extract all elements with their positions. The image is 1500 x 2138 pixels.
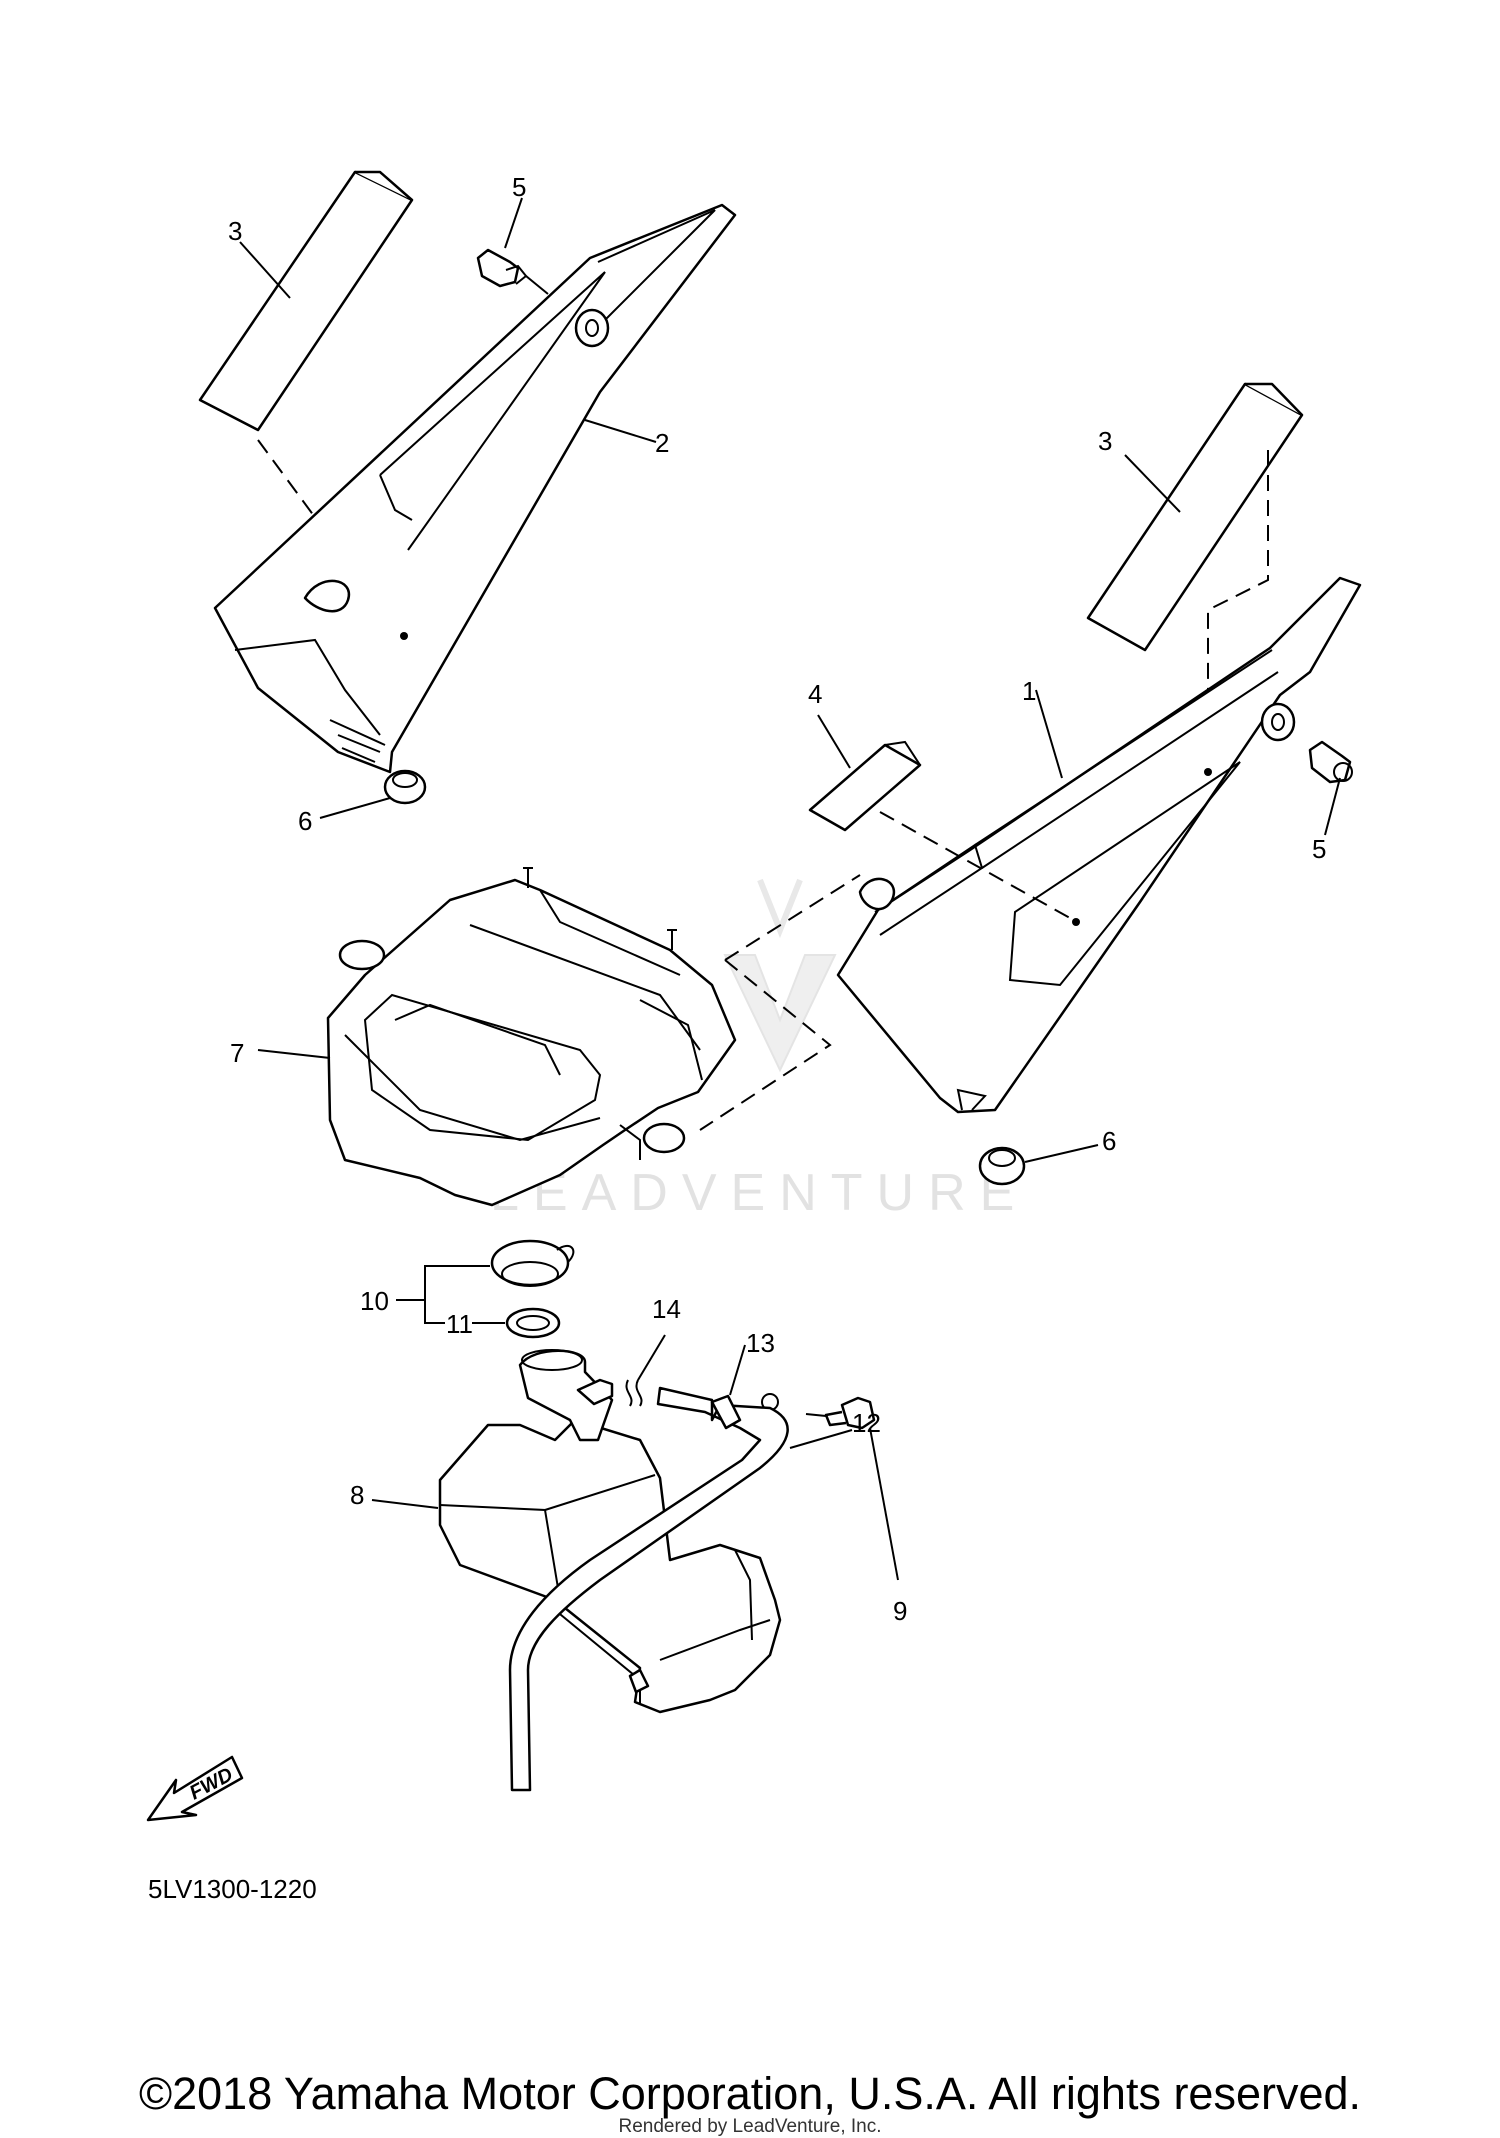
part-6-grommet-left [383, 769, 427, 805]
diagram-code: 5LV1300-1220 [148, 1874, 317, 1904]
part-5-screw-upper [476, 248, 549, 295]
callout-5: 5 [1312, 834, 1326, 864]
callout-9: 9 [893, 1596, 907, 1626]
part-14-clip [625, 1379, 643, 1407]
callout-3: 3 [1098, 426, 1112, 456]
callout-1: 1 [1022, 676, 1036, 706]
callout-labels: 3 5 2 3 4 1 5 6 6 7 10 11 14 13 12 8 9 [228, 172, 1326, 1626]
callout-12: 12 [852, 1408, 881, 1438]
callout-5: 5 [512, 172, 526, 202]
watermark-text: LEADVENTURE [490, 1164, 1028, 1222]
leader-lines [239, 197, 1341, 1581]
copyright-notice: ©2018 Yamaha Motor Corporation, U.S.A. A… [138, 2068, 1362, 2119]
callout-13: 13 [746, 1328, 775, 1358]
callout-3: 3 [228, 216, 242, 246]
part-12-hose [508, 1386, 789, 1792]
part-11-gasket [505, 1307, 561, 1339]
guide-line [257, 439, 399, 631]
callout-8: 8 [350, 1480, 364, 1510]
guide-line [879, 811, 1071, 919]
callout-10: 10 [360, 1286, 389, 1316]
fwd-arrow-icon: FWD [146, 1755, 244, 1822]
callout-6: 6 [298, 806, 312, 836]
callout-7: 7 [230, 1038, 244, 1068]
callout-4: 4 [808, 679, 822, 709]
part-3-right-damper [1086, 382, 1304, 652]
callout-2: 2 [655, 428, 669, 458]
callout-6: 6 [1102, 1126, 1116, 1156]
callout-14: 14 [652, 1294, 681, 1324]
part-2-left-side-cover [213, 203, 737, 774]
part-5-screw-right [1308, 740, 1353, 784]
rendered-by-notice: Rendered by LeadVenture, Inc. [618, 2116, 882, 2137]
part-10-cap [490, 1239, 575, 1287]
guide-line [699, 874, 861, 1131]
part-6-grommet-right [978, 1146, 1026, 1186]
part-9-bolt [805, 1396, 876, 1430]
part-1-right-side-cover [836, 576, 1362, 1114]
watermark: LEADVENTURE [490, 878, 1028, 1222]
part-13-clamp [710, 1394, 742, 1430]
part-4-pad [808, 740, 922, 832]
part-3-left-damper [198, 170, 414, 432]
part-7-tray [326, 867, 737, 1207]
callout-11: 11 [446, 1309, 473, 1339]
